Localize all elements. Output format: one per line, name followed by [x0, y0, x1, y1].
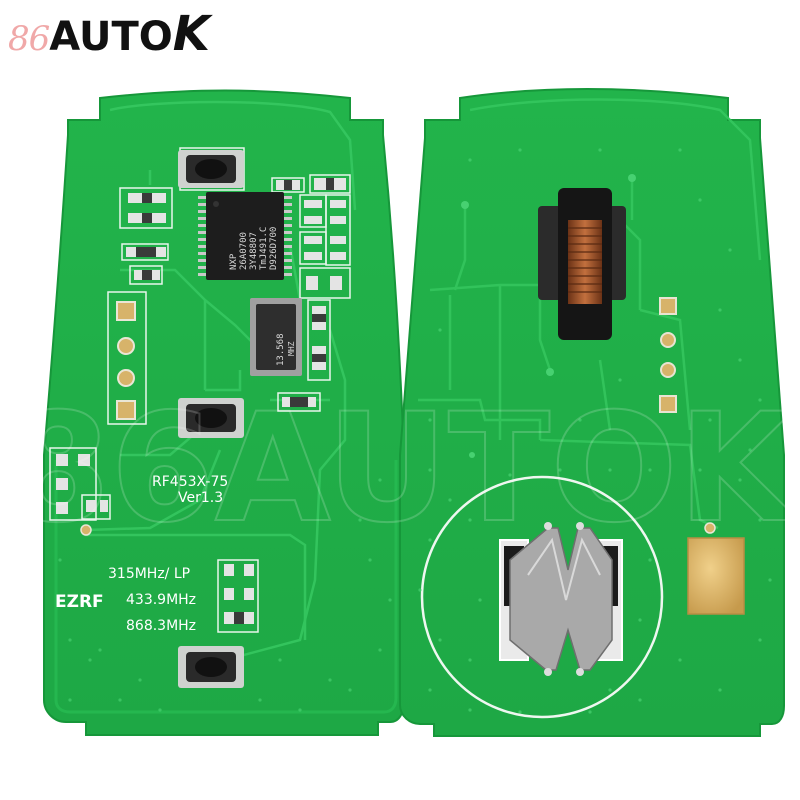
tact-switch-bottom — [178, 646, 244, 688]
crystal-oscillator: 13.568 MHZ — [250, 298, 302, 376]
ezrf-label: EZRF — [55, 592, 104, 612]
nxp-ic-chip: NXP 26A0700 3Y48807 TmJ491.C D926D700 — [198, 192, 292, 280]
smd-components — [56, 178, 346, 624]
left-vias — [58, 478, 392, 712]
ic-line-5: D926D700 — [269, 227, 279, 270]
right-pcb-board — [399, 88, 785, 737]
left-silkscreen — [49, 147, 351, 633]
ic-line-1: NXP — [229, 253, 239, 270]
right-trace-ends — [461, 174, 636, 458]
ic-line-2: 26A0700 — [239, 232, 249, 270]
freq-868-label: 868.3MHz — [126, 618, 196, 634]
right-header-pads — [659, 297, 677, 413]
watermark-text: 86AUTOK — [6, 382, 799, 556]
brand-logo: 86 AUTOK — [8, 6, 210, 66]
gold-contact-pad — [687, 522, 745, 615]
ic-line-3: 3Y48807 — [249, 232, 259, 270]
tact-switch-top — [178, 150, 244, 188]
version-label: Ver1.3 — [178, 490, 223, 506]
logo-word: AUTOK — [49, 6, 210, 62]
freq-315-label: 315MHz/ LP — [108, 566, 190, 582]
crystal-line-2: MHZ — [287, 341, 296, 356]
logo-number: 86 — [8, 19, 50, 59]
battery-outline — [420, 475, 664, 719]
left-header-pads — [80, 301, 136, 536]
freq-433-label: 433.9MHz — [126, 592, 196, 608]
model-label: RF453X-75 — [152, 474, 228, 490]
crystal-line-1: 13.568 — [276, 333, 286, 366]
right-vias — [418, 148, 772, 714]
tact-switch-middle — [178, 398, 244, 438]
inductor-coil — [538, 188, 626, 340]
right-traces — [418, 98, 762, 530]
battery-clip — [499, 522, 623, 676]
ic-line-4: TmJ491.C — [259, 227, 269, 270]
